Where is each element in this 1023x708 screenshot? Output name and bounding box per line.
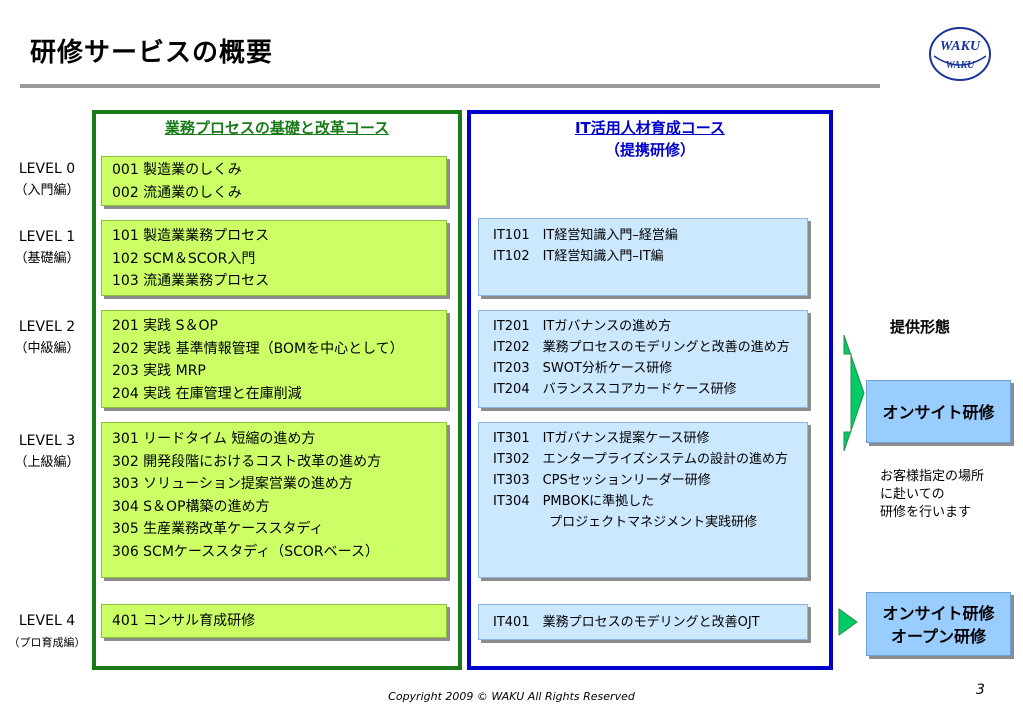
it-course-subheading: （提携研修） bbox=[604, 141, 695, 159]
course-item: 301 リードタイム 短縮の進め方 bbox=[112, 431, 316, 447]
course-item: 002 流通業のしくみ bbox=[112, 184, 242, 201]
course-item: IT304 PMBOKに準拠した bbox=[493, 494, 655, 509]
level-sub: （プロ育成編） bbox=[8, 636, 86, 649]
level-name: LEVEL 3 bbox=[18, 433, 76, 449]
level-sub: （中級編） bbox=[14, 341, 80, 356]
logo-text-1: WAKU bbox=[940, 39, 981, 54]
level-sub: （上級編） bbox=[14, 455, 80, 470]
page-number: 3 bbox=[976, 682, 985, 698]
logo-text-2: WAKU bbox=[946, 60, 975, 71]
level-label: LEVEL 3 （上級編） bbox=[4, 430, 90, 474]
course-item: IT301 ITガバナンス提案ケース研修 bbox=[493, 431, 710, 446]
course-item: 103 流通業業務プロセス bbox=[112, 273, 270, 289]
course-item: 101 製造業業務プロセス bbox=[112, 228, 270, 244]
course-item: 001 製造業のしくみ bbox=[112, 162, 242, 178]
course-item: 305 生産業務改革ケーススタディ bbox=[112, 521, 324, 537]
course-item: IT203 SWOT分析ケース研修 bbox=[493, 361, 673, 376]
course-item: 306 SCMケーススタディ（SCORベース） bbox=[112, 543, 379, 560]
course-item: 302 開発段階におけるコスト改革の進め方 bbox=[112, 453, 382, 470]
open-label: オープン研修 bbox=[890, 627, 987, 646]
level-name: LEVEL 4 bbox=[18, 613, 76, 629]
level-label: LEVEL 1 （基礎編） bbox=[4, 226, 90, 270]
course-item: IT101 IT経営知識入門–経営編 bbox=[493, 228, 678, 243]
course-item: 204 実践 在庫管理と在庫削減 bbox=[112, 385, 302, 402]
course-item: IT302 エンタープライズシステムの設計の進め方 bbox=[493, 452, 789, 467]
it-course-box-level3: IT301 ITガバナンス提案ケース研修 IT302 エンタープライズシステムの… bbox=[478, 422, 808, 578]
level-label: LEVEL 2 （中級編） bbox=[4, 316, 90, 360]
note-line: に赴いての bbox=[880, 487, 945, 502]
it-course-frame bbox=[467, 110, 833, 670]
course-item: IT201 ITガバナンスの進め方 bbox=[493, 319, 672, 334]
level-label: LEVEL 4 （プロ育成編） bbox=[4, 610, 90, 654]
it-course-box-level4: IT401 業務プロセスのモデリングと改善OJT bbox=[478, 604, 808, 640]
course-item: IT204 バランススコアカードケース研修 bbox=[493, 382, 737, 397]
course-item: 102 SCM＆SCOR入門 bbox=[112, 250, 256, 267]
delivery-format-heading: 提供形態 bbox=[890, 318, 951, 336]
course-item: IT401 業務プロセスのモデリングと改善OJT bbox=[493, 615, 760, 630]
onsite-training-box: オンサイト研修 bbox=[866, 380, 1011, 443]
waku-logo: WAKU WAKU bbox=[929, 27, 991, 81]
note-line: お客様指定の場所 bbox=[880, 469, 985, 484]
business-process-course-frame bbox=[92, 110, 462, 670]
course-box-level3: 301 リードタイム 短縮の進め方 302 開発段階におけるコスト改革の進め方 … bbox=[101, 422, 447, 578]
course-item: 304 S＆OP構築の進め方 bbox=[112, 498, 270, 515]
course-box-level0: 001 製造業のしくみ 002 流通業のしくみ bbox=[101, 156, 447, 206]
onsite-label: オンサイト研修 bbox=[882, 604, 995, 623]
level-name: LEVEL 2 bbox=[18, 319, 76, 335]
course-item: 203 実践 MRP bbox=[112, 363, 206, 379]
onsite-note: お客様指定の場所 に赴いての 研修を行います bbox=[880, 468, 984, 522]
course-box-level1: 101 製造業業務プロセス 102 SCM＆SCOR入門 103 流通業業務プロ… bbox=[101, 220, 447, 296]
level-label: LEVEL 0 （入門編） bbox=[4, 158, 90, 202]
it-course-box-level2: IT201 ITガバナンスの進め方 IT202 業務プロセスのモデリングと改善の… bbox=[478, 310, 808, 408]
course-item: 202 実践 基準情報管理（BOMを中心として） bbox=[112, 340, 404, 357]
it-course-box-level1: IT101 IT経営知識入門–経営編 IT102 IT経営知識入門–IT編 bbox=[478, 218, 808, 296]
title-divider bbox=[20, 84, 880, 88]
it-course-heading: IT活用人材育成コース bbox=[574, 119, 726, 137]
copyright: Copyright 2009 © WAKU All Rights Reserve… bbox=[388, 690, 635, 703]
course-item: 303 ソリューション提案営業の進め方 bbox=[112, 476, 353, 492]
level-sub: （基礎編） bbox=[14, 251, 80, 266]
level-sub: （入門編） bbox=[14, 183, 80, 198]
course-item: 401 コンサル育成研修 bbox=[112, 613, 256, 629]
note-line: 研修を行います bbox=[880, 505, 972, 520]
onsite-open-training-box: オンサイト研修 オープン研修 bbox=[866, 592, 1011, 656]
course-item: プロジェクトマネジメント実践研修 bbox=[493, 515, 758, 530]
business-process-course-heading: 業務プロセスの基礎と改革コース bbox=[164, 119, 390, 137]
course-item: 201 実践 S＆OP bbox=[112, 318, 218, 334]
course-item: IT303 CPSセッションリーダー研修 bbox=[493, 473, 711, 488]
level-name: LEVEL 0 bbox=[18, 161, 76, 177]
course-box-level2: 201 実践 S＆OP 202 実践 基準情報管理（BOMを中心として） 203… bbox=[101, 310, 447, 408]
right-arrow-icon bbox=[843, 334, 865, 452]
course-item: IT102 IT経営知識入門–IT編 bbox=[493, 249, 664, 264]
right-arrow-icon bbox=[838, 608, 858, 636]
course-item: IT202 業務プロセスのモデリングと改善の進め方 bbox=[493, 340, 790, 355]
page-title: 研修サービスの概要 bbox=[30, 38, 274, 68]
level-name: LEVEL 1 bbox=[18, 229, 76, 245]
course-box-level4: 401 コンサル育成研修 bbox=[101, 604, 447, 638]
